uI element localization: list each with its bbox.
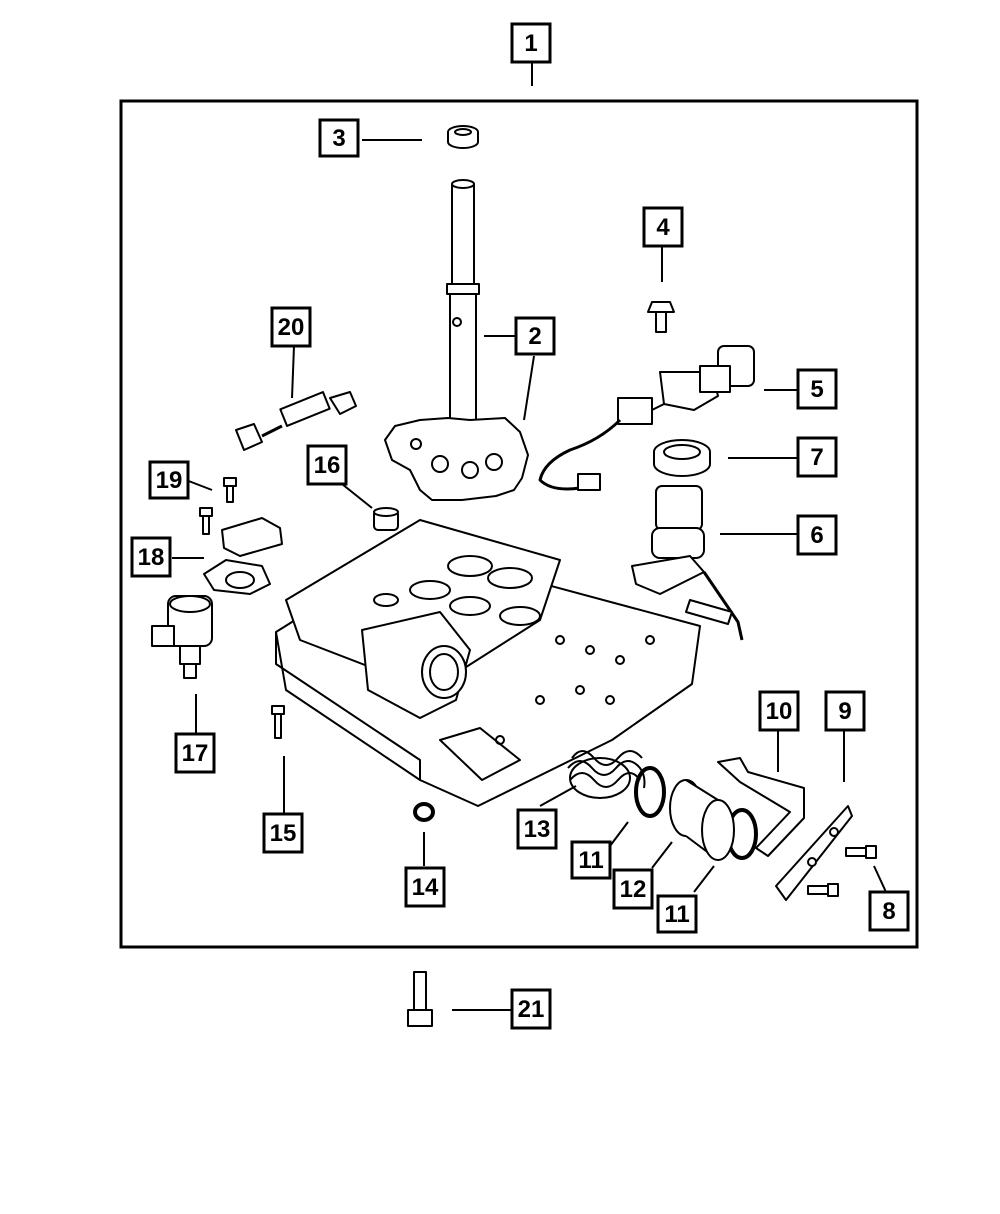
callout-box: 6 (796, 514, 838, 556)
callout-box: 14 (404, 866, 446, 908)
callout-frame (796, 514, 838, 556)
callout-frame (642, 206, 684, 248)
callout-number: 18 (138, 544, 165, 571)
callout-box: 7 (796, 436, 838, 478)
callout-frame (404, 866, 446, 908)
part-spring (567, 750, 646, 799)
callout-frame (306, 444, 348, 486)
callout-frame (262, 812, 304, 854)
callout-number: 19 (156, 467, 183, 494)
callout-box: 20 (270, 306, 312, 348)
callout-number: 21 (518, 996, 545, 1023)
callout-frame (824, 690, 866, 732)
callout-box: 10 (758, 690, 800, 732)
callout-frame (510, 988, 552, 1030)
part-plug (373, 507, 399, 531)
callout-box: 17 (174, 732, 216, 774)
part-speed-sensor-harness (538, 345, 755, 491)
callout-frame (510, 22, 552, 64)
callout-frame (148, 460, 190, 500)
part-large-seal (653, 439, 711, 477)
callout-number: 6 (810, 522, 823, 549)
callout-box: 1 (510, 22, 552, 64)
callout-box: 3 (318, 118, 360, 158)
part-piston (669, 779, 735, 861)
callout-box: 16 (306, 444, 348, 486)
callout-frame (868, 890, 910, 932)
callout-number: 7 (810, 444, 823, 471)
callout-number: 14 (412, 874, 439, 901)
callout-frame (514, 316, 556, 356)
callout-box: 5 (796, 368, 838, 410)
callout-number: 15 (270, 820, 297, 847)
callout-frame (758, 690, 800, 732)
callout-number: 17 (182, 740, 209, 767)
callout-number: 11 (664, 901, 689, 928)
callout-box: 19 (148, 460, 190, 500)
callout-box: 15 (262, 812, 304, 854)
callout-frame (318, 118, 360, 158)
part-screw-small (647, 301, 675, 333)
callout-number: 5 (810, 376, 823, 403)
callout-frame (270, 306, 312, 348)
part-harness-pigtail (235, 391, 357, 451)
callout-number: 4 (656, 214, 670, 241)
callout-number: 13 (524, 816, 551, 843)
part-seal-ring (447, 125, 479, 149)
part-screws-pair (199, 477, 237, 535)
callout-frame (130, 536, 172, 578)
callout-frame (570, 840, 612, 880)
callout-number: 8 (882, 898, 895, 925)
callout-box: 12 (612, 868, 654, 910)
callout-number: 20 (278, 314, 305, 341)
callout-frame (516, 808, 558, 850)
callout-box: 4 (642, 206, 684, 248)
part-bolts-pair (807, 845, 877, 897)
part-pressure-sensor (203, 517, 283, 595)
callout-number: 16 (314, 452, 341, 479)
callout-box: 21 (510, 988, 552, 1030)
part-retainer-bracket (717, 757, 805, 857)
callout-number: 9 (838, 698, 851, 725)
callout-number: 1 (524, 30, 537, 57)
callout-box: 18 (130, 536, 172, 578)
parts-artwork (151, 125, 877, 1027)
part-detent-plate (384, 417, 529, 501)
callout-number: 10 (766, 698, 793, 725)
leader-lines (172, 62, 887, 1011)
callout-number: 12 (620, 876, 647, 903)
callout-box: 13 (516, 808, 558, 850)
callout-box: 9 (824, 690, 866, 732)
callout-number: 2 (528, 323, 541, 350)
part-cover-plate (775, 805, 853, 901)
part-valve-body (275, 519, 701, 807)
assembly-frame (119, 99, 919, 949)
callout-frame (796, 368, 838, 410)
callout-box: 2 (514, 316, 556, 356)
part-bolt-long (407, 971, 433, 1027)
callout-frame (174, 732, 216, 774)
part-small-oring (413, 802, 435, 822)
callout-number: 11 (578, 847, 603, 874)
callout-frame (612, 868, 654, 910)
part-input-sensor (631, 485, 744, 641)
part-solenoid (151, 595, 213, 679)
callout-box: 8 (868, 890, 910, 932)
callout-box: 11 (656, 894, 698, 934)
part-manual-shaft (446, 179, 480, 450)
callout-number: 3 (332, 125, 345, 152)
part-bolt-small (271, 705, 285, 739)
callout-frame (796, 436, 838, 478)
callout-box: 11 (570, 840, 612, 880)
callout-frame (656, 894, 698, 934)
